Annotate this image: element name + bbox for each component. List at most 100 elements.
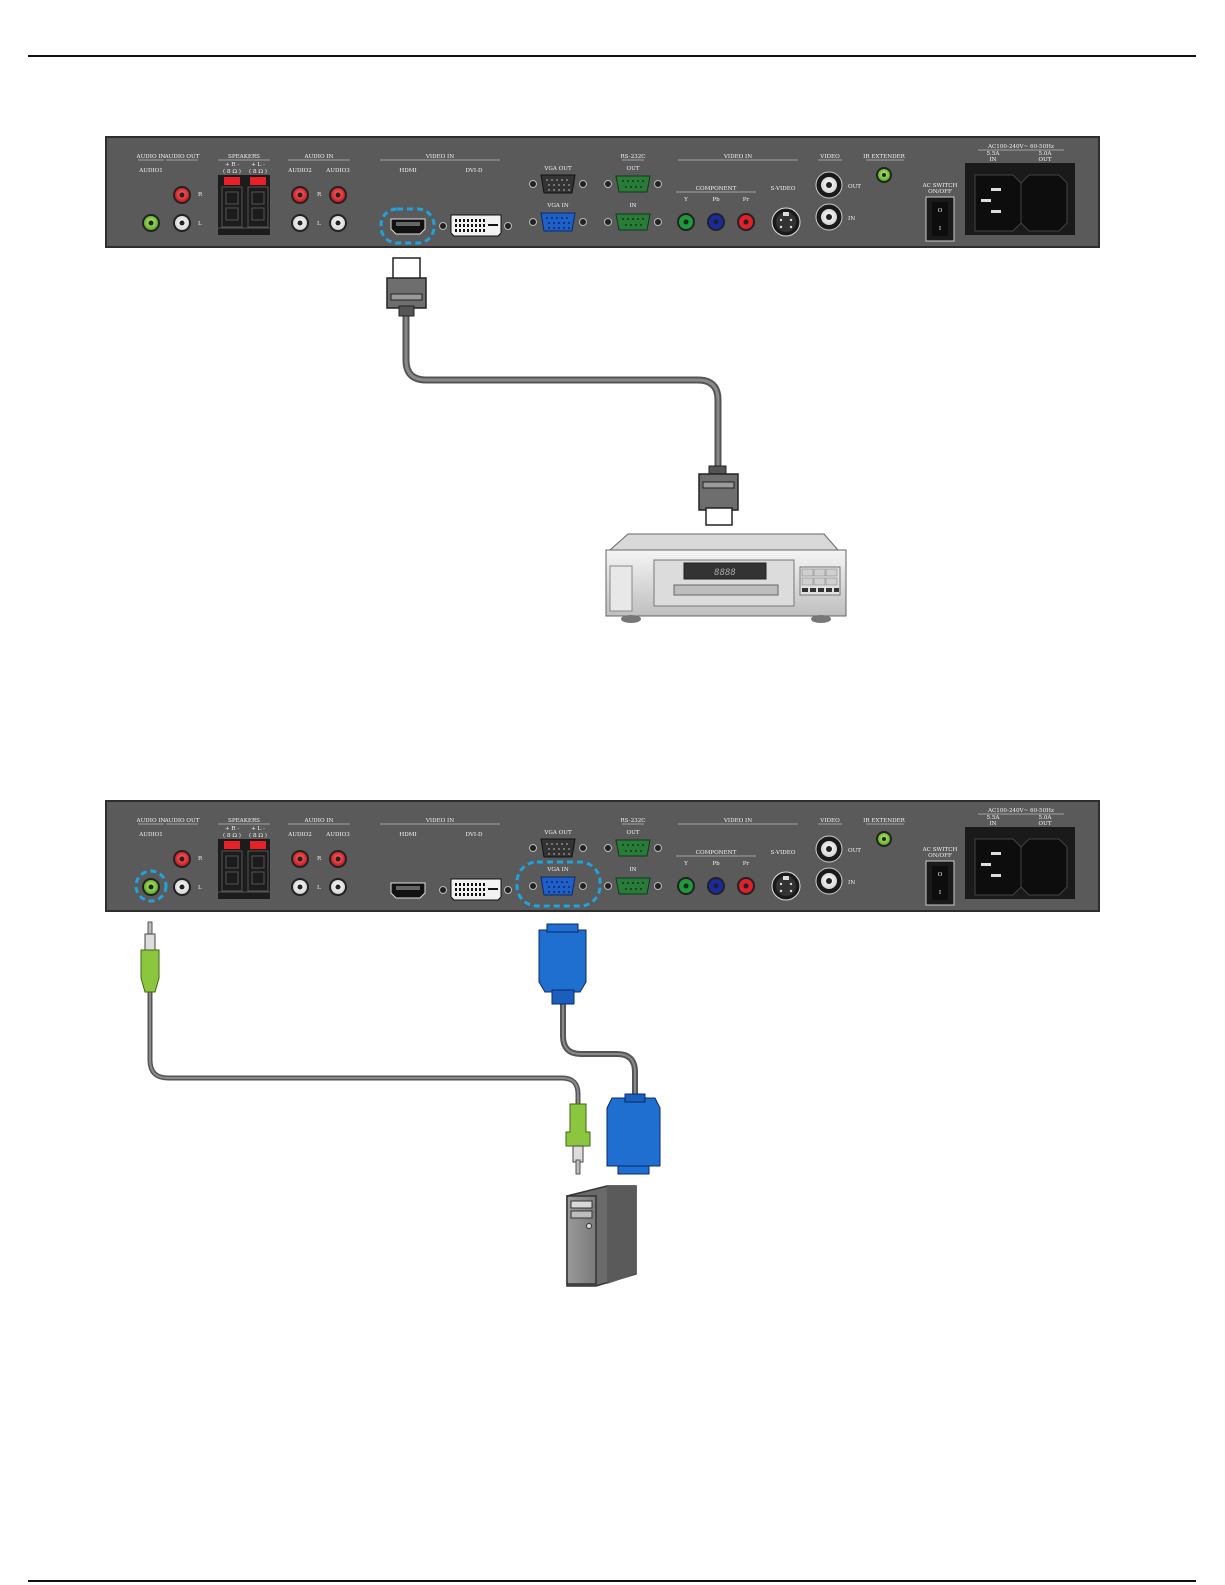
b-vga-out-port[interactable] [529,838,587,858]
label-audio2: AUDIO2 [287,168,312,174]
b-component-pr-jack[interactable] [737,877,755,895]
video-out-jack[interactable] [815,171,843,199]
vga-plug-bottom [606,1097,661,1167]
label-pr: Pr [743,197,750,203]
b-label-rs232c: RS-232C [620,818,645,824]
audio-out-l-jack[interactable] [173,214,191,232]
label-ac-out: OUT [1038,157,1051,163]
label-spk-ohm-r: ( 8 Ω ) [223,168,241,175]
b-audio-out-l-jack[interactable] [173,878,191,896]
b-label-rs-out: OUT [626,830,639,836]
dvi-d-port[interactable] [439,214,512,237]
b-audio2-r-jack[interactable] [291,850,309,868]
rs232c-in-port[interactable] [604,213,662,231]
label-video-in-2: VIDEO IN [723,154,752,160]
audio1-jack[interactable] [142,214,160,232]
b-label-ac-rating: AC100-240V~ 60-50Hz [987,808,1054,814]
vga-in-port[interactable] [529,212,587,232]
speaker-terminals[interactable] [218,175,270,235]
b-switch-i-label: I [939,890,941,896]
ac-switch[interactable]: O I [925,196,955,242]
b-vga-in-port[interactable] [529,876,587,896]
b-speaker-terminals[interactable] [218,839,270,899]
video-in-jack[interactable] [815,203,843,231]
b-s-video-port[interactable] [771,871,801,901]
b-label-video-in: VIDEO IN [425,818,454,824]
label-ac-in: IN [989,157,996,163]
b-switch-o-label: O [938,872,943,878]
b-label-pr: Pr [743,861,750,867]
b-label-video: VIDEO [819,818,840,824]
label-spk-ohm-l: ( 8 Ω ) [249,168,267,175]
b-dvi-d-port[interactable] [439,878,512,901]
b-video-in-jack[interactable] [815,867,843,895]
b-rs232c-in-port[interactable] [604,877,662,895]
hdmi-plug-tip-top [392,257,421,281]
ac-power-sockets[interactable] [965,163,1075,235]
s-video-port[interactable] [771,207,801,237]
b-audio3-r-jack[interactable] [329,850,347,868]
b-label-ac-in-rating: 5.5A [987,815,1001,821]
audio-plug-bottom [565,1103,591,1147]
label-video: VIDEO [819,154,840,160]
b-label-speakers: SPEAKERS [228,818,260,824]
rear-panel-bottom: AUDIO IN AUDIO OUT AUDIO1 SPEAKERS + R -… [105,800,1100,912]
rs232c-out-port[interactable] [604,175,662,193]
label-component: COMPONENT [696,186,737,192]
component-pb-jack[interactable] [707,213,725,231]
b-audio2-l-jack[interactable] [291,878,309,896]
audio3-l-jack[interactable] [329,214,347,232]
b-ac-power-sockets[interactable] [965,827,1075,899]
b-component-pb-jack[interactable] [707,877,725,895]
switch-o-label: O [938,208,943,214]
b-hdmi-port[interactable] [390,882,426,899]
audio3-r-jack[interactable] [329,186,347,204]
b-label-audio-out-l: L [198,885,202,891]
audio-out-r-jack[interactable] [173,186,191,204]
b-label-y: Y [683,861,688,867]
b-component-y-jack[interactable] [677,877,695,895]
audio2-r-jack[interactable] [291,186,309,204]
vga-plug-top [538,929,587,993]
b-label-video-out: OUT [848,848,861,854]
dvd-player: 8888 [605,533,847,623]
hdmi-plug-top [386,277,427,309]
component-pr-jack[interactable] [737,213,755,231]
b-audio-out-r-jack[interactable] [173,850,191,868]
hdmi-cable [386,257,739,526]
label-ac-in-rating: 5.5A [987,151,1001,157]
label-audio-in-r: R [317,192,322,198]
b-ac-switch[interactable]: O I [925,860,955,906]
b-rs232c-out-port[interactable] [604,839,662,857]
label-pb: Pb [712,197,720,203]
vga-in-highlight [515,860,602,908]
b-label-ac-out: OUT [1038,821,1051,827]
label-spk-r-sign: + R - [225,162,239,168]
label-vga-out: VGA OUT [543,166,572,172]
hdmi-port[interactable] [390,218,426,235]
b-label-hdmi: HDMI [399,832,416,838]
b-audio1-jack[interactable] [142,878,160,896]
label-audio-in-2: AUDIO IN [304,154,334,160]
pc-tower [566,1185,637,1287]
label-audio-in-l: L [317,221,321,227]
b-label-ir-extender: IR EXTENDER [863,818,906,824]
label-hdmi: HDMI [399,168,416,174]
b-audio3-l-jack[interactable] [329,878,347,896]
label-s-video: S-VIDEO [771,186,796,192]
dvd-display-text: 8888 [714,568,736,578]
b-ir-extender-jack[interactable] [876,831,892,847]
b-video-out-jack[interactable] [815,835,843,863]
ir-extender-jack[interactable] [876,167,892,183]
b-label-audio-in: AUDIO IN [136,818,166,824]
b-label-rs-in: IN [629,867,636,873]
audio1-highlight [134,869,168,903]
audio2-l-jack[interactable] [291,214,309,232]
b-label-pb: Pb [712,861,720,867]
component-y-jack[interactable] [677,213,695,231]
b-label-spk-ohm-r: ( 8 Ω ) [223,832,241,839]
b-label-vga-out: VGA OUT [543,830,572,836]
vga-out-port[interactable] [529,174,587,194]
label-video-in: VIDEO IN [425,154,454,160]
